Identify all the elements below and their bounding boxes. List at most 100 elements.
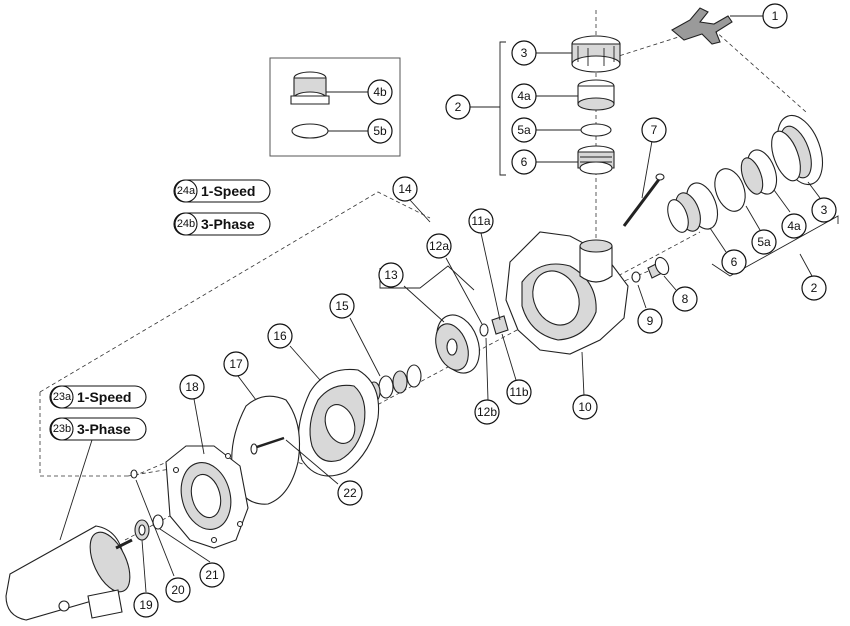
union-nut-part-3-right bbox=[771, 114, 824, 186]
svg-text:3: 3 bbox=[821, 203, 828, 217]
svg-text:2: 2 bbox=[455, 100, 462, 114]
callout-2-top: 2 bbox=[445, 94, 471, 120]
callout-4a-top: 4a bbox=[511, 83, 537, 109]
seal-plate-part-18 bbox=[165, 398, 249, 549]
svg-text:5a: 5a bbox=[517, 123, 531, 137]
svg-text:18: 18 bbox=[185, 380, 199, 394]
callout-20: 20 bbox=[165, 577, 191, 603]
callout-9: 9 bbox=[637, 308, 663, 334]
callout-3-right: 3 bbox=[811, 197, 837, 223]
diffuser-part-16 bbox=[289, 345, 380, 477]
svg-text:6: 6 bbox=[731, 255, 738, 269]
callout-19: 19 bbox=[133, 592, 159, 618]
tailpiece-part-6-top bbox=[577, 145, 615, 175]
svg-text:22: 22 bbox=[343, 486, 357, 500]
svg-text:3-Phase: 3-Phase bbox=[201, 216, 255, 232]
svg-text:4b: 4b bbox=[373, 85, 387, 99]
oring-part-5a-right bbox=[714, 168, 746, 212]
callout-14: 14 bbox=[392, 176, 418, 202]
callout-5a-right: 5a bbox=[751, 229, 777, 255]
drain-plug-part-8 bbox=[647, 256, 677, 291]
svg-text:12b: 12b bbox=[477, 405, 497, 419]
callout-15: 15 bbox=[329, 293, 355, 319]
svg-text:8: 8 bbox=[682, 292, 689, 306]
callout-10: 10 bbox=[572, 394, 598, 420]
callout-4a-right: 4a bbox=[781, 213, 807, 239]
svg-text:20: 20 bbox=[171, 583, 185, 597]
seal-parts-11-12 bbox=[445, 232, 517, 401]
callout-17: 17 bbox=[223, 351, 249, 377]
svg-text:1-Speed: 1-Speed bbox=[201, 183, 255, 199]
svg-text:11b: 11b bbox=[509, 385, 528, 399]
svg-text:5b: 5b bbox=[373, 124, 387, 138]
oring-part-5b bbox=[291, 123, 329, 139]
svg-text:15: 15 bbox=[335, 299, 349, 313]
svg-text:7: 7 bbox=[651, 123, 658, 137]
callout-1: 1 bbox=[762, 3, 788, 29]
callout-16: 16 bbox=[267, 323, 293, 349]
svg-text:19: 19 bbox=[139, 598, 153, 612]
motor bbox=[5, 439, 133, 621]
svg-text:23a: 23a bbox=[53, 391, 72, 403]
oring-part-5a-top bbox=[580, 123, 612, 137]
oring-part-9 bbox=[631, 271, 647, 309]
svg-text:17: 17 bbox=[229, 357, 243, 371]
svg-text:23b: 23b bbox=[53, 423, 71, 435]
svg-text:12a: 12a bbox=[429, 239, 449, 253]
svg-text:4a: 4a bbox=[517, 89, 531, 103]
inset-box bbox=[269, 57, 401, 157]
svg-text:3-Phase: 3-Phase bbox=[77, 421, 131, 437]
label-23a: 23a 1-Speed bbox=[49, 385, 147, 409]
union-end-part-4a-top bbox=[577, 79, 615, 111]
callout-3-top: 3 bbox=[511, 40, 537, 66]
union-part-4b bbox=[290, 71, 330, 105]
svg-text:2: 2 bbox=[811, 281, 818, 295]
svg-text:9: 9 bbox=[647, 314, 654, 328]
hardware-parts-19-21 bbox=[130, 469, 211, 593]
callout-11a: 11a bbox=[468, 208, 494, 234]
tailpiece-part-6-right bbox=[667, 182, 719, 233]
screw-part-22 bbox=[250, 436, 339, 485]
callout-5a-top: 5a bbox=[511, 117, 537, 143]
right-union-stack bbox=[667, 114, 839, 277]
label-24a: 24a 1-Speed bbox=[173, 179, 271, 203]
svg-text:21: 21 bbox=[205, 568, 219, 582]
union-end-part-4a-right bbox=[740, 149, 778, 195]
callout-13: 13 bbox=[378, 262, 404, 288]
callout-12a: 12a bbox=[426, 233, 452, 259]
callout-18: 18 bbox=[179, 374, 205, 400]
callout-8: 8 bbox=[672, 286, 698, 312]
impeller-part-13 bbox=[379, 199, 480, 374]
top-union-stack bbox=[470, 35, 621, 176]
svg-text:3: 3 bbox=[521, 46, 528, 60]
svg-text:24a: 24a bbox=[177, 185, 196, 197]
callout-2-right: 2 bbox=[801, 275, 827, 301]
callout-11b: 11b bbox=[506, 379, 532, 405]
svg-text:24b: 24b bbox=[177, 218, 195, 230]
label-24b: 24b 3-Phase bbox=[173, 212, 271, 236]
svg-text:6: 6 bbox=[521, 155, 528, 169]
label-23b: 23b 3-Phase bbox=[49, 417, 147, 441]
svg-text:14: 14 bbox=[398, 182, 412, 196]
svg-text:13: 13 bbox=[384, 268, 398, 282]
bolt-part-7 bbox=[622, 140, 665, 227]
union-nut-part-3-top bbox=[571, 35, 621, 73]
pump-housing-part-10 bbox=[505, 231, 629, 397]
svg-text:16: 16 bbox=[273, 329, 287, 343]
callout-5b: 5b bbox=[367, 118, 393, 144]
callout-6-top: 6 bbox=[511, 149, 537, 175]
seal-rings-part-15 bbox=[349, 317, 422, 403]
callout-22: 22 bbox=[337, 480, 363, 506]
assembly-axes bbox=[39, 10, 807, 541]
svg-text:1-Speed: 1-Speed bbox=[77, 389, 131, 405]
svg-text:10: 10 bbox=[578, 400, 592, 414]
svg-text:11a: 11a bbox=[471, 214, 490, 228]
svg-text:5a: 5a bbox=[757, 235, 771, 249]
svg-text:4a: 4a bbox=[787, 219, 801, 233]
callout-7: 7 bbox=[641, 117, 667, 143]
callout-6-right: 6 bbox=[721, 249, 747, 275]
svg-text:1: 1 bbox=[772, 9, 779, 23]
callout-4b: 4b bbox=[367, 79, 393, 105]
callout-12b: 12b bbox=[474, 399, 500, 425]
